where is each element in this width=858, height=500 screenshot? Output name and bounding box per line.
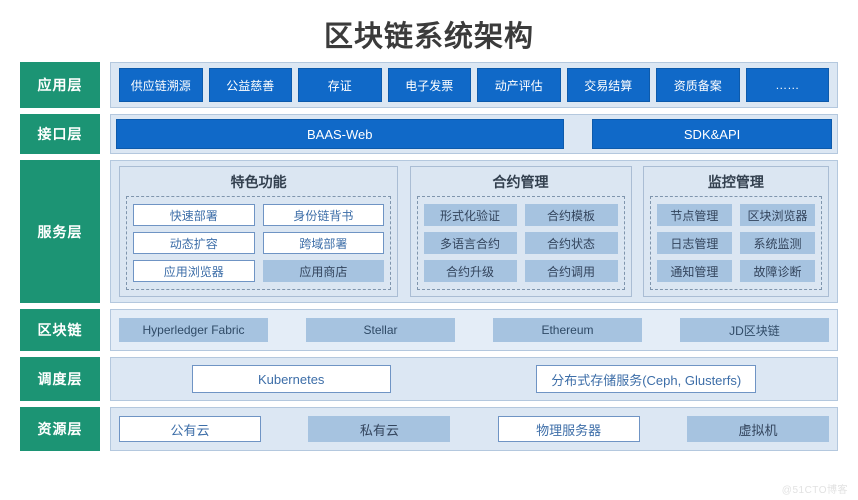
service-item[interactable]: 日志管理 [656, 232, 732, 254]
service-panel-title: 合约管理 [492, 174, 549, 190]
service-item-row: 节点管理 区块浏览器 [656, 201, 815, 229]
blockchain-chip[interactable]: Stellar [305, 318, 456, 342]
layer-label-resource: 资源层 [20, 407, 100, 451]
layer-row-application: 应用层 供应链溯源 公益慈善 存证 电子发票 动产评估 交易结算 资质备案 …… [20, 62, 838, 108]
resource-chip[interactable]: 公有云 [119, 416, 261, 442]
layer-label-scheduling: 调度层 [20, 357, 100, 401]
layer-body-interface: BAAS-Web SDK&API [110, 114, 838, 154]
layer-row-scheduling: 调度层 Kubernetes 分布式存储服务(Ceph, Glusterfs) [20, 357, 838, 401]
app-chip[interactable]: 电子发票 [387, 68, 471, 102]
blockchain-chip[interactable]: Ethereum [492, 318, 643, 342]
service-item[interactable]: 形式化验证 [423, 204, 517, 226]
app-chip-more[interactable]: …… [745, 68, 829, 102]
service-item[interactable]: 跨域部署 [262, 232, 385, 254]
service-panel-title: 监控管理 [707, 174, 764, 190]
layer-label-application: 应用层 [20, 62, 100, 108]
layer-body-blockchain: Hyperledger Fabric Stellar Ethereum JD区块… [110, 309, 838, 351]
service-item-row: 快速部署 身份链背书 [133, 201, 385, 229]
app-chip[interactable]: 存证 [298, 68, 382, 102]
layer-label-blockchain: 区块链 [20, 309, 100, 351]
app-chip[interactable]: 交易结算 [566, 68, 650, 102]
service-item[interactable]: 区块浏览器 [739, 204, 815, 226]
service-panel-title: 特色功能 [230, 174, 287, 190]
service-item-row: 形式化验证 合约模板 [423, 201, 618, 229]
resource-chip[interactable]: 私有云 [308, 416, 451, 442]
layer-body-scheduling: Kubernetes 分布式存储服务(Ceph, Glusterfs) [110, 357, 838, 401]
layer-body-application: 供应链溯源 公益慈善 存证 电子发票 动产评估 交易结算 资质备案 …… [110, 62, 838, 108]
service-item[interactable]: 故障诊断 [739, 260, 815, 282]
app-chip[interactable]: 资质备案 [656, 68, 740, 102]
service-item-row: 通知管理 故障诊断 [656, 257, 815, 285]
layer-label-interface: 接口层 [20, 114, 100, 154]
app-chip[interactable]: 动产评估 [477, 68, 561, 102]
service-panel-contract: 合约管理 形式化验证 合约模板 多语言合约 合约状态 合约升级 合约调用 [409, 166, 632, 297]
service-panel-featured: 特色功能 快速部署 身份链背书 动态扩容 跨域部署 应用浏览器 应用商店 [119, 166, 399, 297]
layer-row-service: 服务层 特色功能 快速部署 身份链背书 动态扩容 跨域部署 应用浏览器 [20, 160, 838, 303]
blockchain-chip[interactable]: JD区块链 [679, 318, 829, 342]
service-item[interactable]: 多语言合约 [423, 232, 517, 254]
service-item[interactable]: 合约状态 [524, 232, 618, 254]
app-chip[interactable]: 供应链溯源 [119, 68, 203, 102]
service-item[interactable]: 节点管理 [656, 204, 732, 226]
service-item[interactable]: 合约升级 [423, 260, 517, 282]
layer-row-interface: 接口层 BAAS-Web SDK&API [20, 114, 838, 154]
service-item[interactable]: 合约模板 [524, 204, 618, 226]
scheduling-chip-storage[interactable]: 分布式存储服务(Ceph, Glusterfs) [536, 365, 757, 393]
resource-chip[interactable]: 虚拟机 [686, 416, 829, 442]
scheduling-chip-kubernetes[interactable]: Kubernetes [191, 365, 391, 393]
service-item[interactable]: 系统监测 [739, 232, 815, 254]
resource-chip[interactable]: 物理服务器 [497, 416, 640, 442]
service-item-row: 应用浏览器 应用商店 [133, 257, 385, 285]
blockchain-chip[interactable]: Hyperledger Fabric [119, 318, 269, 342]
service-item-row: 多语言合约 合约状态 [423, 229, 618, 257]
service-item-row: 合约升级 合约调用 [423, 257, 618, 285]
api-chip-sdk-api[interactable]: SDK&API [592, 119, 832, 149]
service-item[interactable]: 应用商店 [262, 260, 385, 282]
service-item[interactable]: 应用浏览器 [133, 260, 255, 282]
page-title: 区块链系统架构 [323, 21, 534, 53]
service-item[interactable]: 合约调用 [524, 260, 618, 282]
service-item-row: 日志管理 系统监测 [656, 229, 815, 257]
service-item[interactable]: 动态扩容 [133, 232, 255, 254]
layer-label-service: 服务层 [20, 160, 100, 303]
layer-row-blockchain: 区块链 Hyperledger Fabric Stellar Ethereum … [20, 309, 838, 351]
service-item-row: 动态扩容 跨域部署 [133, 229, 385, 257]
service-panel-content: 节点管理 区块浏览器 日志管理 系统监测 通知管理 故障诊断 [649, 196, 822, 290]
layer-body-resource: 公有云 私有云 物理服务器 虚拟机 [110, 407, 838, 451]
service-item[interactable]: 快速部署 [133, 204, 255, 226]
layer-body-service: 特色功能 快速部署 身份链背书 动态扩容 跨域部署 应用浏览器 应用商店 [110, 160, 838, 303]
watermark: @51CTO博客 [781, 485, 848, 496]
layer-row-resource: 资源层 公有云 私有云 物理服务器 虚拟机 [20, 407, 838, 451]
service-item[interactable]: 通知管理 [656, 260, 732, 282]
api-chip-baas-web[interactable]: BAAS-Web [116, 119, 564, 149]
service-item[interactable]: 身份链背书 [262, 204, 385, 226]
service-panel-content: 快速部署 身份链背书 动态扩容 跨域部署 应用浏览器 应用商店 [126, 196, 392, 290]
service-panel-content: 形式化验证 合约模板 多语言合约 合约状态 合约升级 合约调用 [416, 196, 625, 290]
app-chip[interactable]: 公益慈善 [208, 68, 292, 102]
architecture-diagram: 应用层 供应链溯源 公益慈善 存证 电子发票 动产评估 交易结算 资质备案 ……… [20, 62, 838, 478]
service-panel-monitoring: 监控管理 节点管理 区块浏览器 日志管理 系统监测 通知管理 故障诊断 [642, 166, 829, 297]
